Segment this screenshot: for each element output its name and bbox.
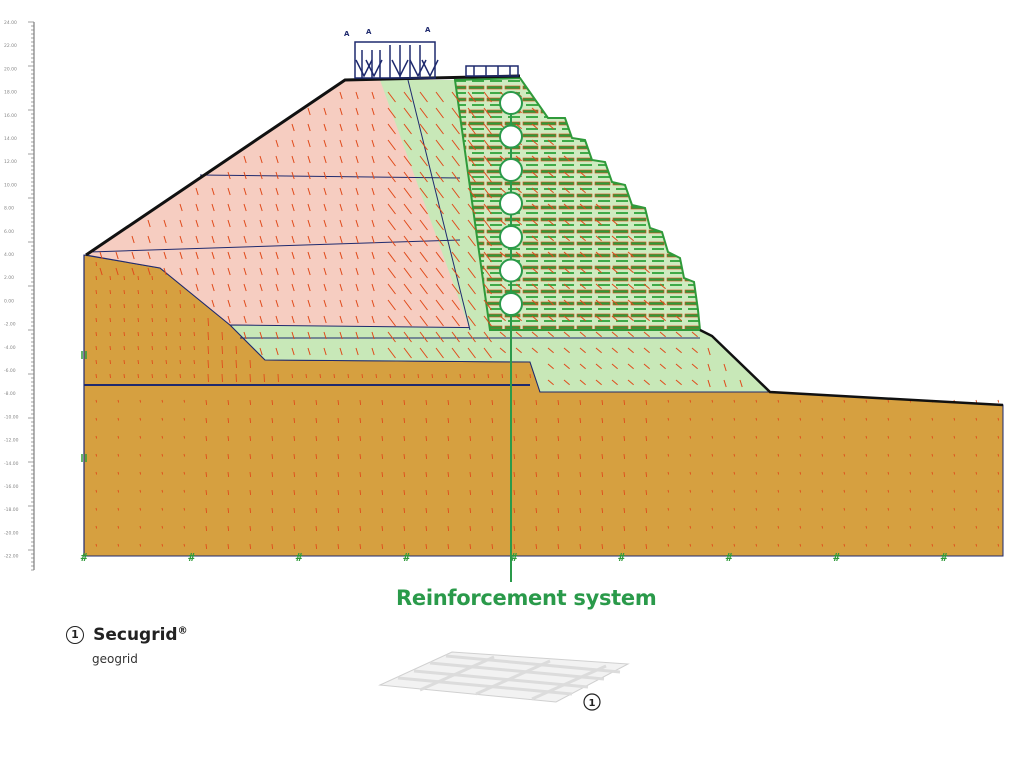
elevation-ruler: 24.00 22.00 20.00 18.00 16.00 14.00 12.00 10.00… [4,20,35,571]
construction-layer-lines [89,174,461,253]
legend: 1 Secugrid® geogrid [66,624,188,666]
reinforcement-circle [499,225,523,249]
ruler-label: -18.00 [4,507,19,513]
ruler-label: -22.00 [4,554,19,560]
geogrid-icon: 1 [378,651,630,711]
reinforcement-circle [499,292,523,316]
legend-description: geogrid [92,652,138,666]
anchor-marker: # [188,551,195,564]
anchor-marker: # [403,551,410,564]
ruler-ticks [28,21,34,571]
reinforced-geogrid-zone [453,76,702,331]
legend-product-name: Secugrid® [93,625,188,645]
reinforcement-circle [499,124,523,149]
reinforcement-circles [499,91,523,316]
circled-number-icon [583,693,601,711]
anchor-marker: # [296,551,303,564]
ruler-label: 16.00 [4,113,17,119]
reinforcement-circle [499,91,523,115]
load-marker: A [425,26,431,34]
ruler-label: -20.00 [4,530,19,536]
ruler-label: 22.00 [4,43,17,49]
anchor-marker: # [833,551,840,564]
ruler-label: -12.00 [4,438,19,444]
load-marker: A [344,30,350,38]
reinforcement-circle [499,191,523,216]
ruler-label: -2.00 [4,322,16,328]
ruler-label: 20.00 [4,66,17,72]
trademark: ® [177,624,188,636]
grid-callout-number: 1 [589,698,596,709]
crest-loads [354,41,519,79]
ruler-label: -16.00 [4,484,19,490]
toe-surface [699,328,1004,407]
product-name: Secugrid [93,624,178,645]
ruler-label: 14.00 [4,136,17,142]
anchor-marker: # [726,551,733,564]
ruler-label: -6.00 [4,368,16,374]
ruler-labels: 24.00 22.00 20.00 18.00 16.00 14.00 12.00 10.00… [4,20,19,560]
embankment-surface [85,74,521,257]
ruler-label: -14.00 [4,461,19,467]
ruler-label: 0.00 [4,298,14,304]
anchor-marker: # [618,551,625,564]
anchor-marker: # [81,551,88,564]
ruler-label: 6.00 [4,229,14,235]
ruler-label: 24.00 [4,20,17,26]
ruler-label: -8.00 [4,391,16,397]
transition-boundary [407,79,471,331]
load-marker: A [366,28,372,36]
ruler-label: 10.00 [4,182,17,188]
ruler-label: -4.00 [4,345,16,351]
ruler-label: 2.00 [4,275,14,281]
ruler-label: 4.00 [4,252,14,258]
anchor-marker: # [511,551,518,564]
reinforcement-circle [499,158,523,182]
ruler-label: 12.00 [4,159,17,165]
boundary-anchors: # # # # # # # # # [81,351,948,564]
ruler-label: 18.00 [4,90,17,96]
reinforcement-system-label: Reinforcement system [396,586,657,610]
ruler-label: -10.00 [4,414,19,420]
load-markers: A A A [344,26,431,38]
ruler-label: 8.00 [4,206,14,212]
anchor-marker: # [941,551,948,564]
circled-number-icon: 1 [66,625,84,644]
reinforcement-circle [499,258,523,283]
